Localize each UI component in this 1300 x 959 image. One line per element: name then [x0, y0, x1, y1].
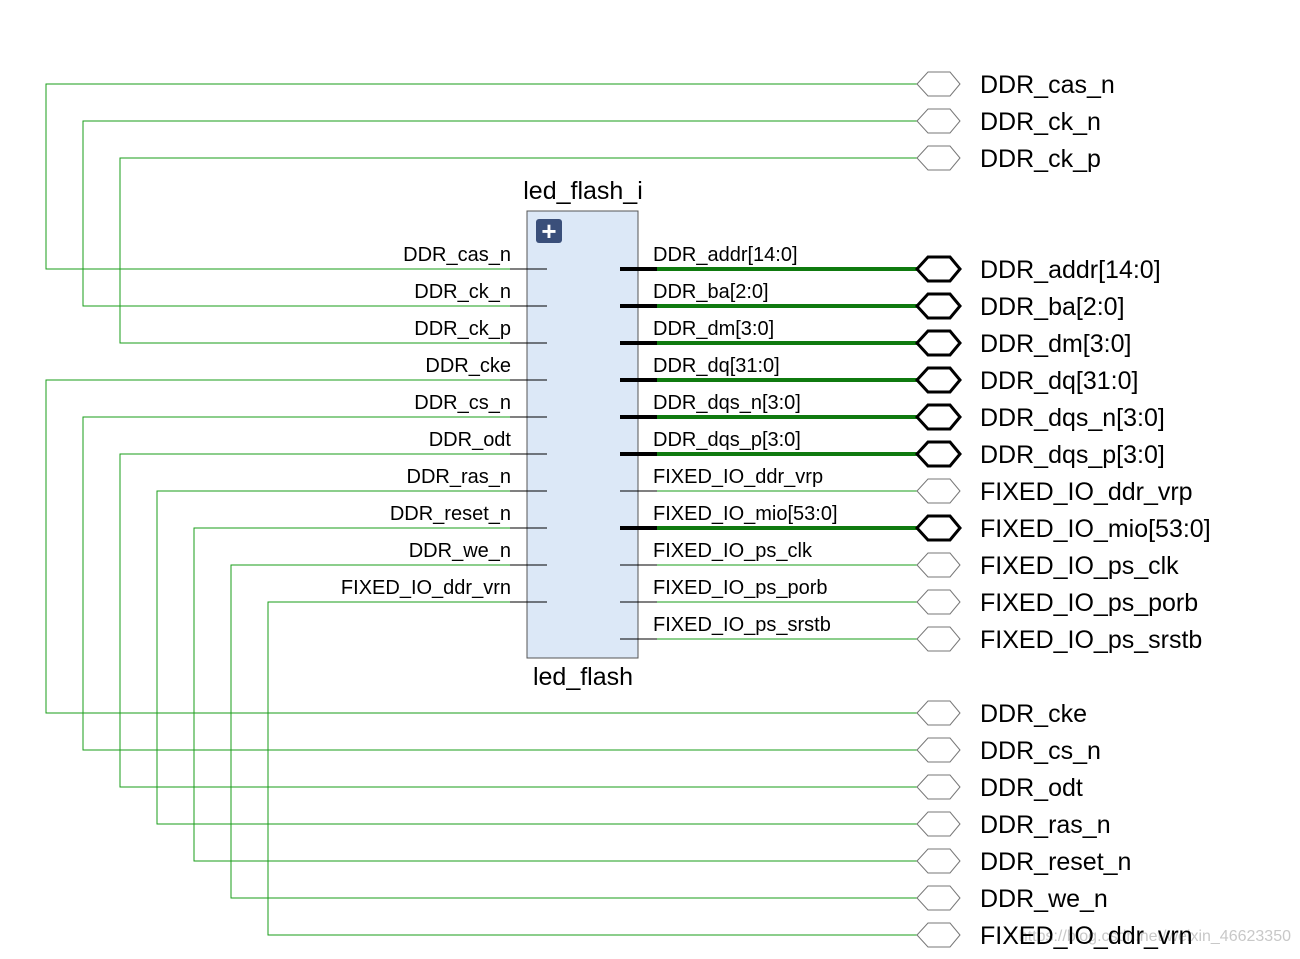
port-ddr-ck-p-icon[interactable]	[916, 145, 961, 171]
port-ddr-dq-icon[interactable]	[914, 366, 962, 394]
port-ddr-cke-icon[interactable]	[916, 700, 961, 726]
output-pin-label-ddr-addr: DDR_addr[14:0]	[653, 244, 798, 266]
port-ddr-odt-icon[interactable]	[916, 774, 961, 800]
wire-ddr-odt[interactable]	[119, 453, 917, 788]
port-label-fixed-io-ddr-vrp: FIXED_IO_ddr_vrp	[980, 478, 1193, 506]
expand-button[interactable]	[536, 219, 562, 243]
port-fixed-io-mio-icon[interactable]	[914, 514, 962, 542]
port-label-ddr-dq: DDR_dq[31:0]	[980, 367, 1138, 395]
output-pin-label-ddr-dq: DDR_dq[31:0]	[653, 355, 780, 377]
wire-fixed-io-ddr-vrn[interactable]	[267, 601, 917, 936]
input-pin-label-ddr-ck-n: DDR_ck_n	[414, 281, 511, 303]
wire-ddr-reset-n[interactable]	[193, 527, 917, 862]
port-ddr-reset-n-icon[interactable]	[916, 848, 961, 874]
external-ports: DDR_cas_nDDR_ck_nDDR_ck_pDDR_ckeDDR_cs_n…	[914, 71, 1211, 950]
port-label-ddr-addr: DDR_addr[14:0]	[980, 256, 1161, 284]
instance-name-label: led_flash_i	[523, 177, 643, 205]
block-body[interactable]	[526, 210, 639, 659]
port-ddr-cs-n-icon[interactable]	[916, 737, 961, 763]
input-pin-label-ddr-cs-n: DDR_cs_n	[414, 392, 511, 414]
port-fixed-io-ps-porb-icon[interactable]	[916, 589, 961, 615]
port-fixed-io-ps-srstb-icon[interactable]	[916, 626, 961, 652]
wire-ddr-ck-n[interactable]	[82, 120, 917, 307]
port-ddr-dqs-n-icon[interactable]	[914, 403, 962, 431]
port-ddr-addr-icon[interactable]	[914, 255, 962, 283]
wire-ddr-ras-n[interactable]	[156, 490, 917, 825]
port-label-fixed-io-ps-porb: FIXED_IO_ps_porb	[980, 589, 1198, 617]
port-label-fixed-io-ps-srstb: FIXED_IO_ps_srstb	[980, 626, 1202, 654]
output-pin-label-fixed-io-ps-clk: FIXED_IO_ps_clk	[653, 540, 813, 562]
port-label-ddr-ras-n: DDR_ras_n	[980, 811, 1111, 839]
port-fixed-io-ddr-vrn-icon[interactable]	[916, 922, 961, 948]
port-label-fixed-io-ps-clk: FIXED_IO_ps_clk	[980, 552, 1179, 580]
output-pin-label-fixed-io-mio: FIXED_IO_mio[53:0]	[653, 503, 838, 525]
port-label-ddr-ck-n: DDR_ck_n	[980, 108, 1101, 136]
output-pin-label-ddr-dm: DDR_dm[3:0]	[653, 318, 774, 340]
port-label-ddr-cas-n: DDR_cas_n	[980, 71, 1115, 99]
input-pin-label-ddr-cas-n: DDR_cas_n	[403, 244, 511, 266]
watermark: https://blog.csdn.net/weixin_46623350	[1019, 928, 1291, 945]
port-label-ddr-reset-n: DDR_reset_n	[980, 848, 1131, 876]
output-pin-label-ddr-ba: DDR_ba[2:0]	[653, 281, 769, 303]
wire-ddr-ck-p[interactable]	[119, 157, 917, 344]
port-ddr-ras-n-icon[interactable]	[916, 811, 961, 837]
port-ddr-dqs-p-icon[interactable]	[914, 440, 962, 468]
wire-ddr-cs-n[interactable]	[82, 416, 917, 751]
port-ddr-ba-icon[interactable]	[914, 292, 962, 320]
output-pin-label-fixed-io-ddr-vrp: FIXED_IO_ddr_vrp	[653, 466, 823, 488]
port-label-ddr-ba: DDR_ba[2:0]	[980, 293, 1125, 321]
wire-ddr-cas-n[interactable]	[45, 83, 917, 270]
port-label-ddr-cke: DDR_cke	[980, 700, 1087, 728]
port-label-ddr-dqs-n: DDR_dqs_n[3:0]	[980, 404, 1165, 432]
port-label-fixed-io-mio: FIXED_IO_mio[53:0]	[980, 515, 1211, 543]
input-pin-label-ddr-ck-p: DDR_ck_p	[414, 318, 511, 340]
port-label-ddr-ck-p: DDR_ck_p	[980, 145, 1101, 173]
port-label-ddr-dm: DDR_dm[3:0]	[980, 330, 1131, 358]
output-pin-label-ddr-dqs-n: DDR_dqs_n[3:0]	[653, 392, 801, 414]
input-pin-label-ddr-odt: DDR_odt	[429, 429, 512, 451]
input-pin-label-ddr-we-n: DDR_we_n	[409, 540, 511, 562]
port-fixed-io-ddr-vrp-icon[interactable]	[916, 478, 961, 504]
port-label-ddr-dqs-p: DDR_dqs_p[3:0]	[980, 441, 1165, 469]
wires	[45, 83, 917, 936]
wire-ddr-we-n[interactable]	[230, 564, 917, 899]
port-label-ddr-we-n: DDR_we_n	[980, 885, 1108, 913]
wire-ddr-cke[interactable]	[45, 379, 917, 714]
led-flash-block[interactable]: + led_flash_i led_flash	[523, 177, 643, 691]
port-ddr-ck-n-icon[interactable]	[916, 108, 961, 134]
input-pin-label-fixed-io-ddr-vrn: FIXED_IO_ddr_vrn	[341, 577, 511, 599]
output-pin-label-fixed-io-ps-porb: FIXED_IO_ps_porb	[653, 577, 828, 599]
input-pin-label-ddr-cke: DDR_cke	[425, 355, 511, 377]
port-ddr-cas-n-icon[interactable]	[916, 71, 961, 97]
output-pin-label-ddr-dqs-p: DDR_dqs_p[3:0]	[653, 429, 801, 451]
module-name-label: led_flash	[533, 663, 633, 691]
block-pins: DDR_cas_nDDR_ck_nDDR_ck_pDDR_ckeDDR_cs_n…	[341, 244, 838, 640]
port-label-ddr-odt: DDR_odt	[980, 774, 1083, 802]
port-label-ddr-cs-n: DDR_cs_n	[980, 737, 1101, 765]
input-pin-label-ddr-ras-n: DDR_ras_n	[407, 466, 511, 488]
port-ddr-we-n-icon[interactable]	[916, 885, 961, 911]
input-pin-label-ddr-reset-n: DDR_reset_n	[390, 503, 511, 525]
port-label-fixed-io-ddr-vrn: FIXED_IO_ddr_vrn	[980, 922, 1193, 950]
port-fixed-io-ps-clk-icon[interactable]	[916, 552, 961, 578]
output-pin-label-fixed-io-ps-srstb: FIXED_IO_ps_srstb	[653, 614, 831, 636]
port-ddr-dm-icon[interactable]	[914, 329, 962, 357]
expand-plus-icon[interactable]: +	[541, 216, 556, 246]
